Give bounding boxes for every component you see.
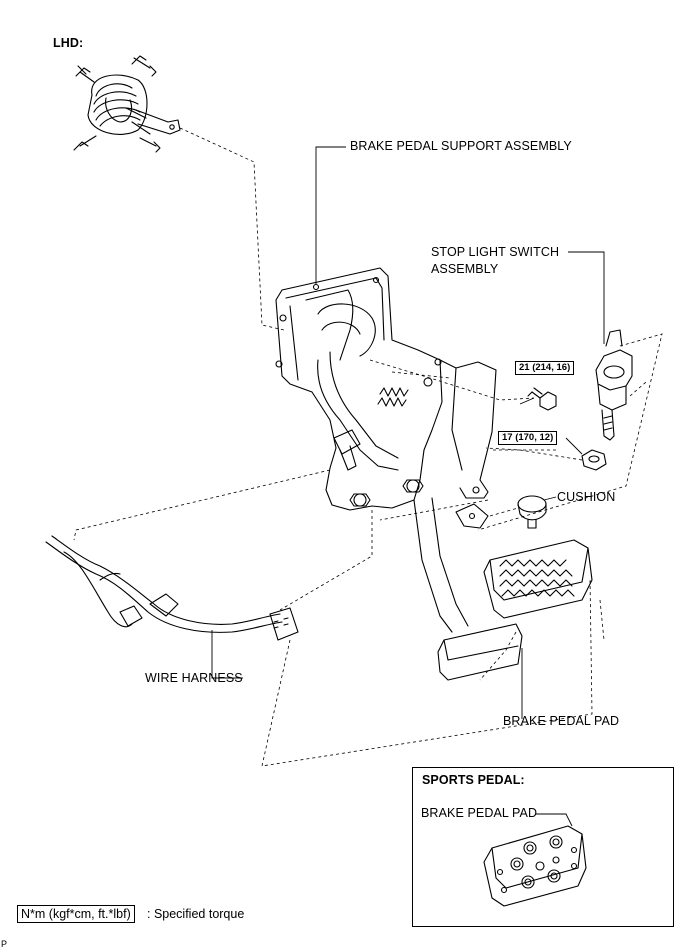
legend-specified-torque-text: : Specified torque [147,907,245,921]
label-stop-light-switch-line2: ASSEMBLY [431,262,499,276]
legend-torque-unit-box: N*m (kgf*cm, ft.*lbf) [17,905,135,923]
dashed-reference-lines [73,127,663,767]
torque-value-bolt: 21 (214, 16) [515,361,575,375]
label-brake-pedal-support-assembly: BRAKE PEDAL SUPPORT ASSEMBLY [350,139,572,153]
corner-mark: P [1,939,8,949]
brake-booster-illustration [73,55,181,153]
label-wire-harness: WIRE HARNESS [145,671,243,685]
inset-label-brake-pedal-pad: BRAKE PEDAL PAD [421,806,538,820]
label-stop-light-switch-line1: STOP LIGHT SWITCH [431,245,560,259]
inset-title: SPORTS PEDAL: [422,773,525,787]
label-cushion: CUSHION [557,490,616,504]
sports-pedal-pad-illustration [483,825,587,907]
bolt-illustration [527,387,557,411]
sports-pedal-inset [412,767,674,927]
label-brake-pedal-pad: BRAKE PEDAL PAD [503,714,620,728]
leader-lines [211,146,605,827]
section-label-lhd: LHD: [53,36,84,50]
torque-value-nut: 17 (170, 12) [498,431,558,445]
cushion-illustration [517,495,547,529]
wire-harness-illustration [45,535,299,641]
brake-pedal-pad-illustration [483,539,593,619]
pedal-support-illustration [275,267,523,681]
stop-light-switch-illustration [595,329,633,441]
nut-illustration [581,449,607,471]
